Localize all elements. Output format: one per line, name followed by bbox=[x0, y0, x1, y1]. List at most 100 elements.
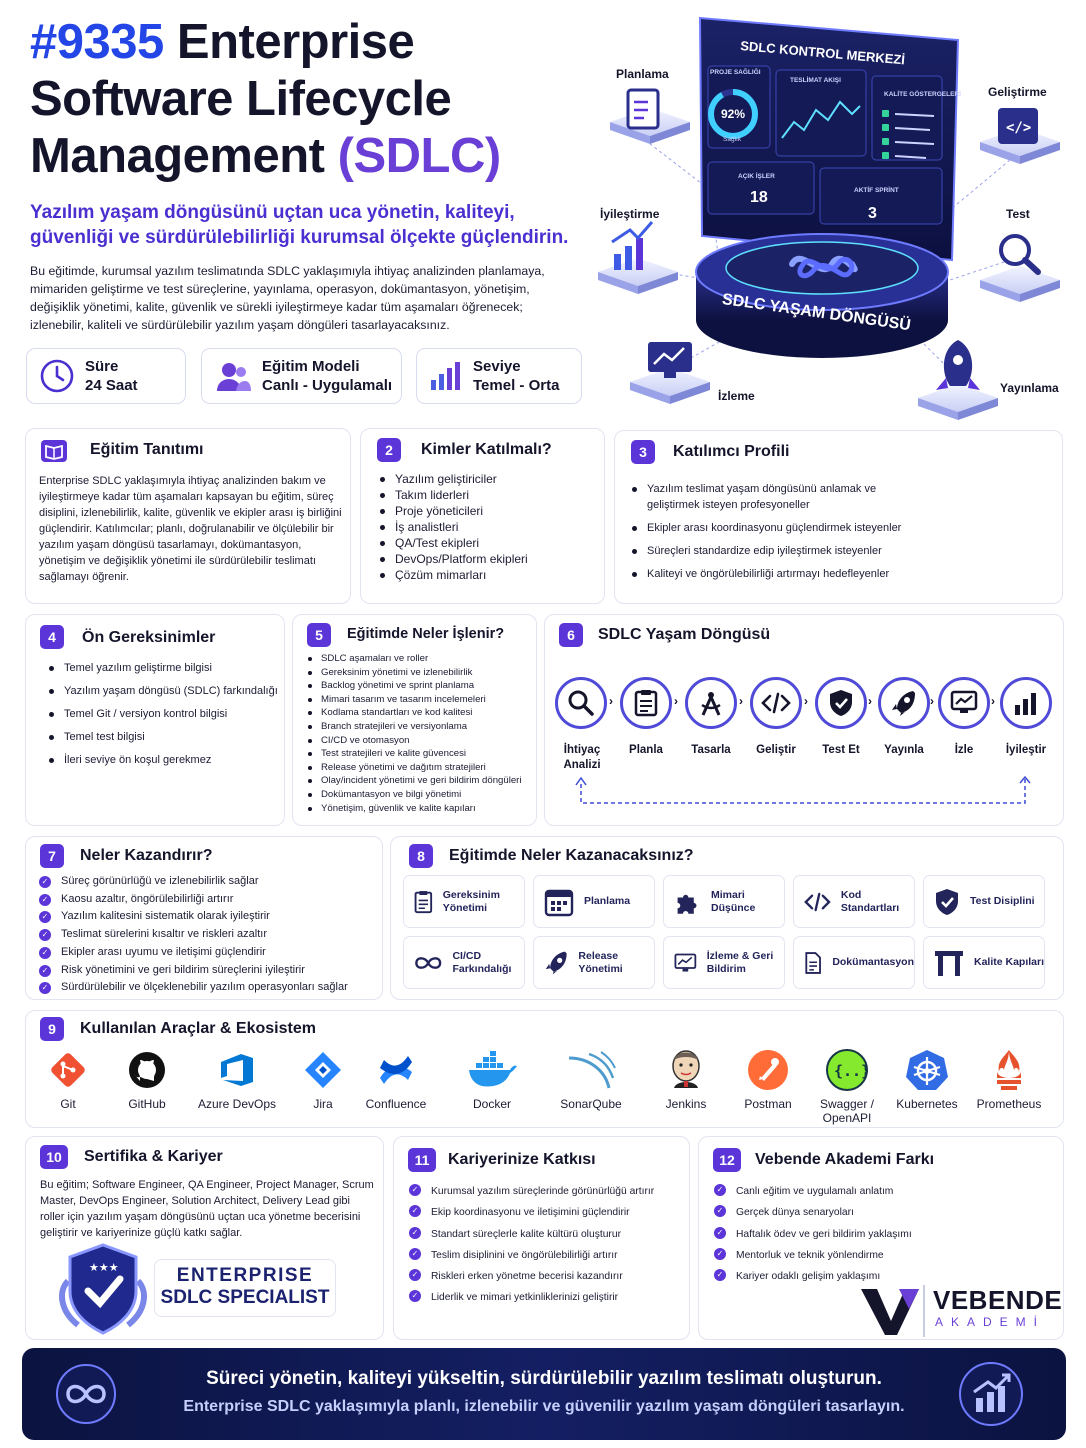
list-item: CI/CD ve otomasyon bbox=[305, 734, 522, 748]
list-item: Teslim disiplinini ve öngörülebilirliği … bbox=[409, 1245, 654, 1266]
list-item: Yazılım geliştiriciler bbox=[377, 471, 528, 487]
arrow-icon: › bbox=[739, 694, 743, 708]
tool-postman: Postman bbox=[723, 1049, 813, 1111]
list-item: İş analistleri bbox=[377, 519, 528, 535]
section-10-badge: 10 bbox=[40, 1145, 68, 1169]
logo-divider bbox=[923, 1285, 925, 1337]
section-6-badge: 6 bbox=[559, 623, 583, 647]
swagger-icon: {..} bbox=[826, 1049, 868, 1091]
step-test-label: Test Et bbox=[822, 744, 860, 756]
list-item: İleri seviye ön koşul gerekmez bbox=[46, 752, 278, 768]
tile-label: Test Disiplini bbox=[970, 895, 1035, 907]
footer-line-1: Süreci yönetin, kaliteyi yükseltin, sürd… bbox=[206, 1368, 882, 1389]
list-item: Liderlik ve mimari yetkinliklerinizi gel… bbox=[409, 1287, 654, 1308]
monitor-icon bbox=[648, 342, 692, 378]
section-2-badge: 2 bbox=[377, 438, 401, 462]
tile-label: İzleme & Geri Bildirim bbox=[706, 949, 774, 975]
orbit-test-tile: Test bbox=[980, 207, 1060, 302]
code-icon bbox=[761, 692, 791, 714]
training-model-label: Eğitim Modeli bbox=[262, 358, 360, 375]
section-12-badge: 12 bbox=[713, 1148, 741, 1172]
list-item: Gerçek dünya senaryoları bbox=[714, 1202, 912, 1223]
vebende-logo-mark bbox=[861, 1289, 919, 1335]
tile-documentation: Dokümantasyon bbox=[793, 936, 915, 989]
step-requirements bbox=[555, 677, 607, 729]
list-item: Risk yönetimini ve geri bildirim süreçle… bbox=[39, 962, 348, 980]
section-sdlc-lifecycle: 6 SDLC Yaşam Döngüsü › › › › › › › İhtiy… bbox=[544, 614, 1064, 826]
section-topics: 5 Eğitimde Neler İşlenir? SDLC aşamaları… bbox=[292, 614, 537, 826]
section-2-title: Kimler Katılmalı? bbox=[421, 441, 552, 458]
calendar-icon bbox=[544, 889, 574, 916]
svg-text:{..}: {..} bbox=[834, 1062, 868, 1080]
github-icon bbox=[129, 1052, 165, 1088]
clipboard-icon bbox=[634, 690, 658, 717]
infinity-icon bbox=[415, 956, 442, 969]
dashboard-screen: SDLC KONTROL MERKEZİ PROJE SAĞLIĞI 92% S… bbox=[698, 16, 961, 262]
tool-label: Azure DevOps bbox=[197, 1097, 277, 1111]
title-line-2: Software Lifecycle bbox=[30, 72, 452, 126]
tool-label: Jira bbox=[313, 1097, 333, 1111]
section-tools: 9 Kullanılan Araçlar & Ekosistem Git Git… bbox=[25, 1010, 1064, 1128]
tool-sonarqube: SonarQube bbox=[546, 1049, 636, 1111]
confluence-icon bbox=[380, 1056, 412, 1084]
tool-label: Kubernetes bbox=[896, 1097, 958, 1111]
list-item: Ekip koordinasyonu ve iletişimini güçlen… bbox=[409, 1202, 654, 1223]
section-vebende-difference: 12 Vebende Akademi Farkı Canlı eğitim ve… bbox=[698, 1136, 1064, 1340]
users-icon bbox=[217, 363, 251, 391]
git-icon bbox=[51, 1053, 85, 1087]
list-item: Temel test bilgisi bbox=[46, 729, 278, 745]
tile-label: Kalite Kapıları bbox=[973, 956, 1045, 968]
tile-label: Dokümantasyon bbox=[832, 956, 914, 968]
tool-label: Jenkins bbox=[665, 1097, 707, 1111]
arrow-icon: › bbox=[930, 694, 934, 708]
arrow-icon: › bbox=[868, 694, 872, 708]
list-item: Kodlama standartları ve kod kalitesi bbox=[305, 706, 522, 720]
tool-jenkins: Jenkins bbox=[641, 1049, 731, 1111]
title-line-1: Enterprise bbox=[176, 15, 415, 69]
section-career-contribution: 11 Kariyerinize Katkısı Kurumsal yazılım… bbox=[393, 1136, 690, 1340]
sonarqube-icon bbox=[568, 1051, 616, 1089]
step-plan-label: Planla bbox=[629, 744, 663, 756]
monitor-icon bbox=[950, 690, 978, 713]
orbit-planning-label: Planlama bbox=[616, 67, 669, 81]
section-8-title: Eğitimde Neler Kazanacaksınız? bbox=[449, 847, 694, 864]
orbit-test-label: Test bbox=[1006, 207, 1030, 221]
orbit-improvement-tile: İyileştirme bbox=[598, 206, 678, 294]
page-title: #9335 Enterprise Software Lifecycle Mana… bbox=[30, 14, 590, 185]
orbit-monitoring-label: İzleme bbox=[718, 388, 755, 403]
section-7-list: Süreç görünürlüğü ve izlenebilirlik sağl… bbox=[39, 873, 348, 997]
open-items-value: 18 bbox=[750, 189, 768, 206]
tool-docker: Docker bbox=[447, 1049, 537, 1111]
rocket-icon bbox=[936, 340, 980, 390]
title-line-3: Management bbox=[30, 129, 325, 183]
lifecycle-platform: SDLC YAŞAM DÖNGÜSÜ bbox=[695, 233, 949, 358]
puzzle-icon bbox=[677, 894, 697, 914]
tool-jira: Jira bbox=[278, 1049, 368, 1111]
tool-kubernetes: Kubernetes bbox=[882, 1049, 972, 1111]
tool-prometheus: Prometheus bbox=[964, 1049, 1054, 1111]
list-item: Çözüm mimarları bbox=[377, 567, 528, 583]
section-benefits: 7 Neler Kazandırır? Süreç görünürlüğü ve… bbox=[25, 836, 383, 1000]
orbit-development-tile: </> Geliştirme bbox=[980, 85, 1060, 164]
arrow-icon: › bbox=[674, 694, 678, 708]
section-5-title: Eğitimde Neler İşlenir? bbox=[347, 626, 505, 642]
step-plan bbox=[620, 677, 672, 729]
list-item: Yazılım teslimat yaşam döngüsünü anlamak… bbox=[629, 481, 929, 513]
list-item: Teslimat sürelerini kısaltır ve riskleri… bbox=[39, 926, 348, 944]
section-9-title: Kullanılan Araçlar & Ekosistem bbox=[80, 1020, 316, 1037]
duration-value: 24 Saat bbox=[85, 377, 138, 394]
list-item: Kaosu azaltır, öngörülebilirliği artırır bbox=[39, 891, 348, 909]
list-item: Haftalık ödev ve geri bildirim yaklaşımı bbox=[714, 1224, 912, 1245]
page-subtitle: Yazılım yaşam döngüsünü uçtan uca yöneti… bbox=[30, 202, 569, 248]
tile-requirements: Gereksinim Yönetimi bbox=[403, 875, 525, 928]
section-12-title: Vebende Akademi Farkı bbox=[755, 1151, 935, 1168]
growth-chart-icon bbox=[611, 221, 654, 270]
section-certificate-career: 10 Sertifika & Kariyer Bu eğitim; Softwa… bbox=[25, 1136, 384, 1340]
list-item: Süreçleri standardize edip iyileştirmek … bbox=[629, 543, 929, 559]
tile-label: Gereksinim Yönetimi bbox=[442, 888, 500, 914]
level-label: Seviye bbox=[473, 358, 521, 375]
list-item: Branch stratejileri ve versiyonlama bbox=[305, 720, 522, 734]
tool-label: Confluence bbox=[365, 1097, 427, 1111]
